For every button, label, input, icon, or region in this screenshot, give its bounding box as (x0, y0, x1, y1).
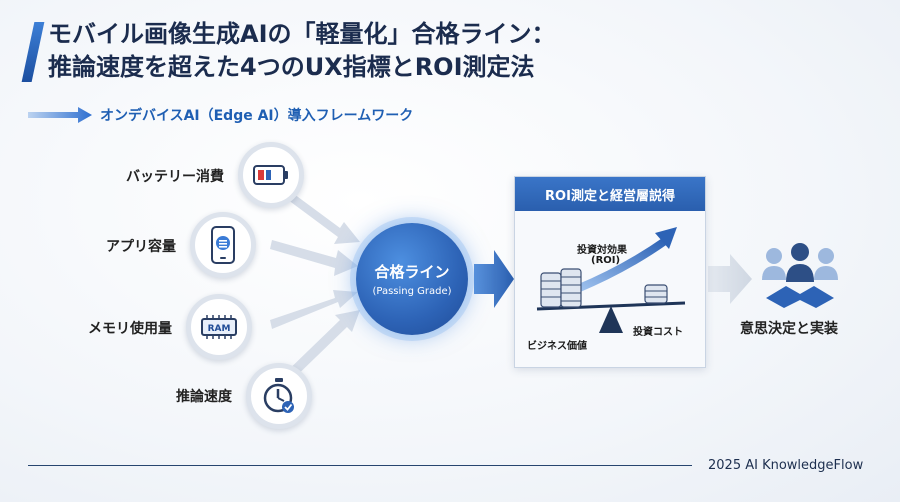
roi-effect-sublabel: (ROI) (591, 255, 621, 266)
battery-icon (253, 165, 288, 185)
roi-balance-illustration (536, 227, 686, 333)
arrow-speed (278, 310, 360, 387)
metric-arrows (270, 180, 360, 387)
passing-grade-circle: 合格ライン (Passing Grade) (356, 223, 468, 335)
arrow-memory (270, 290, 358, 329)
ram-chip-text: RAM (208, 324, 231, 334)
subtitle-row: オンデバイスAI（Edge AI）導入フレームワーク (28, 104, 413, 126)
footer-credit: 2025 AI KnowledgeFlow (708, 458, 864, 473)
business-value-label: ビジネス価値 (527, 341, 587, 352)
roi-panel: ROI測定と経営層説得 投資対効果 (ROI) ビジネス価値 投資コスト (514, 176, 706, 368)
metric-label-battery: バッテリー消費 (126, 169, 224, 185)
page-title: モバイル画像生成AIの「軽量化」合格ライン： 推論速度を超えた4つのUX指標とR… (48, 18, 556, 84)
roi-effect-label: 投資対効果 (577, 245, 627, 256)
handshake-team-icon (762, 243, 838, 308)
investment-cost-label: 投資コスト (633, 327, 683, 338)
title-line-2: 推論速度を超えた4つのUX指標とROI測定法 (48, 53, 535, 81)
app-size-node (190, 212, 256, 278)
battery-node (238, 142, 304, 208)
decision-label: 意思決定と実装 (740, 321, 838, 337)
metric-label-app-size: アプリ容量 (106, 239, 176, 255)
metric-label-speed: 推論速度 (176, 389, 232, 405)
arrow-app-size (270, 240, 358, 276)
footer-divider (28, 465, 692, 466)
title-line-1: モバイル画像生成AIの「軽量化」合格ライン： (48, 20, 556, 48)
arrow-to-decision (708, 254, 752, 304)
coin-stack-right-icon (644, 284, 668, 304)
arrow-to-roi (474, 250, 514, 308)
coin-stack-left-icon (540, 268, 582, 308)
metric-label-memory: メモリ使用量 (88, 321, 172, 337)
memory-node: RAM (186, 294, 252, 360)
ram-chip-icon: RAM (201, 315, 237, 339)
speed-node (246, 363, 312, 429)
passing-grade-sublabel: (Passing Grade) (372, 286, 452, 297)
balance-fulcrum-icon (599, 306, 623, 333)
stopwatch-icon (263, 378, 294, 413)
rising-trend-arrow (575, 237, 668, 293)
passing-grade-label: 合格ライン (374, 263, 450, 281)
subtitle: オンデバイスAI（Edge AI）導入フレームワーク (100, 108, 414, 124)
roi-panel-header: ROI測定と経営層説得 (515, 177, 705, 211)
trend-arrowhead-icon (655, 227, 677, 249)
smartphone-storage-icon (211, 226, 235, 264)
subtitle-arrow-icon (28, 107, 92, 123)
